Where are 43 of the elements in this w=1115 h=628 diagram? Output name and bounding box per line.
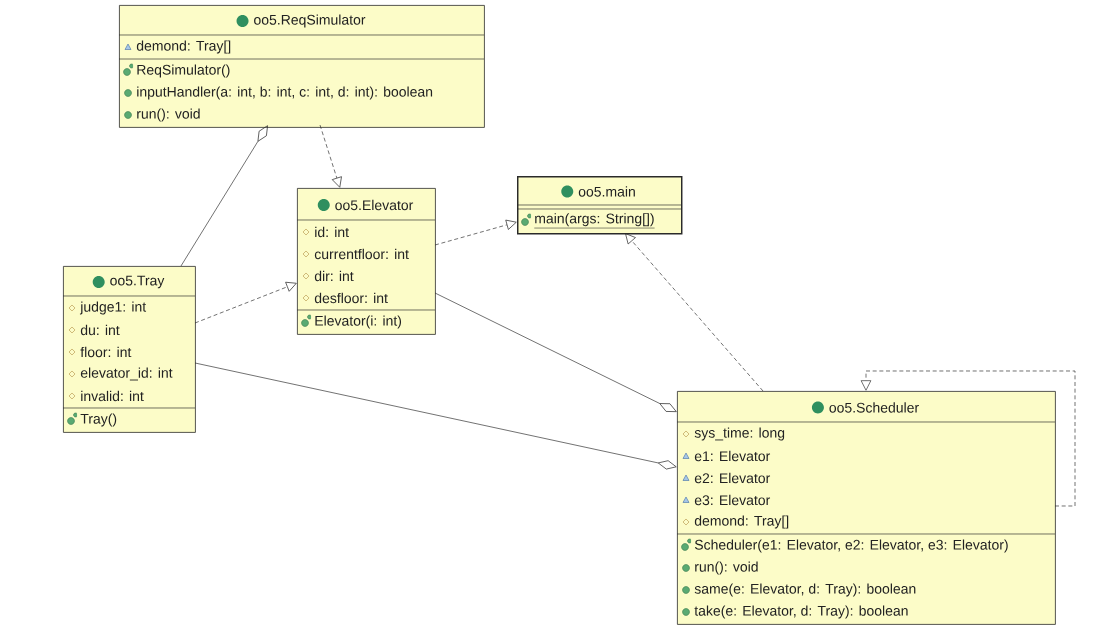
class-name: oo5.main xyxy=(578,186,635,197)
method-text: run(): void xyxy=(137,108,200,122)
field-text: demond: Tray[] xyxy=(694,515,789,529)
field-text: elevator_id: int xyxy=(80,367,173,381)
field-text: du: int xyxy=(80,324,120,336)
self-loop-arrow xyxy=(860,370,1076,507)
field-text: dir: int xyxy=(314,270,354,282)
method-text: Scheduler(e1: Elevator, e2: Elevator, e3: Elevator) xyxy=(694,539,1008,553)
field-text: e2: Elevator xyxy=(694,472,771,484)
class-name: oo5.ReqSimulator xyxy=(254,14,366,28)
method-text: main(args: String[]) xyxy=(534,213,655,229)
method-text: ReqSimulator() xyxy=(137,64,230,78)
field-text: e1: Elevator xyxy=(694,450,771,462)
method-text: same(e: Elevator, d: Tray): boolean xyxy=(694,583,916,597)
field-text: floor: int xyxy=(80,346,132,358)
method-text: run(): void xyxy=(695,561,758,575)
aggregation-line xyxy=(180,125,268,267)
method-text: inputHandler(a: int, b: int, c: int, d: int): boolean xyxy=(137,86,433,100)
field-text: demond: Tray[] xyxy=(136,40,231,54)
realization-arrow xyxy=(625,233,764,392)
field-text: id: int xyxy=(315,226,349,238)
field-text: sys_time: long xyxy=(694,427,785,441)
method-text: Elevator(i: int) xyxy=(315,315,402,329)
class-box xyxy=(516,176,683,235)
method-text: take(e: Elevator, d: Tray): boolean xyxy=(694,605,908,619)
aggregation-line xyxy=(434,292,677,412)
class-name: oo5.Elevator xyxy=(335,199,414,211)
realization-arrow xyxy=(319,124,342,188)
class-box xyxy=(62,266,196,433)
method-text: Tray() xyxy=(80,413,117,427)
class-name: oo5.Tray xyxy=(110,275,165,289)
class-name: oo5.Scheduler xyxy=(829,402,919,413)
class-box xyxy=(296,188,436,335)
realization-arrow xyxy=(434,219,517,246)
field-text: desfloor: int xyxy=(314,292,388,304)
field-text: judge1: int xyxy=(79,301,147,315)
class-box xyxy=(118,5,485,128)
field-text: e3: Elevator xyxy=(694,494,771,506)
field-text: currentfloor: int xyxy=(314,248,409,260)
field-text: invalid: int xyxy=(81,390,144,402)
realization-arrow xyxy=(194,281,297,324)
class-box xyxy=(676,391,1056,625)
aggregation-line xyxy=(194,362,677,470)
